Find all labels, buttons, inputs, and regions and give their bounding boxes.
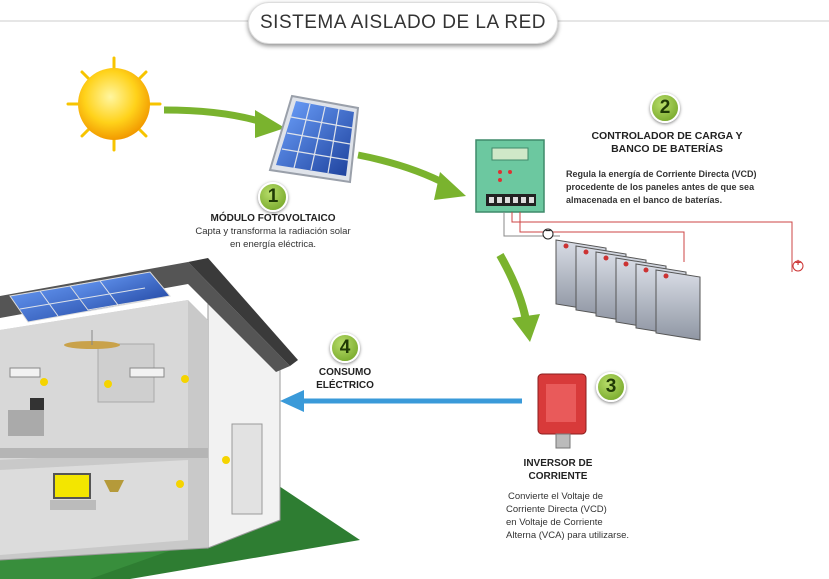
battery-bank-icon: [542, 228, 804, 341]
battery-negative-label: −: [545, 226, 551, 237]
sun-icon: [66, 56, 162, 152]
arrow-panel-to-controller: [357, 151, 450, 189]
step-4-title: CONSUMO ELÉCTRICO: [300, 366, 390, 392]
step-3-desc-line: Convierte el Voltaje de: [508, 491, 604, 502]
step-2-number: 2: [659, 97, 671, 118]
inverter-icon: [537, 373, 587, 449]
step-1-title: MÓDULO FOTOVOLTAICO: [210, 213, 336, 224]
title-banner: SISTEMA AISLADO DE LA RED: [248, 2, 558, 44]
solar-panel-icon: [268, 94, 360, 184]
house-illustration: [0, 258, 298, 561]
step-3-badge: 3: [596, 372, 626, 402]
step-2-title-line: CONTROLADOR DE CARGA Y: [591, 130, 743, 142]
step-3-desc-line: Corriente Directa (VCD): [506, 504, 607, 515]
step-1-desc-line: en energía eléctrica.: [229, 239, 317, 250]
step-3-title-line: CORRIENTE: [528, 471, 588, 482]
step-3-title: INVERSOR DE CORRIENTE: [508, 457, 608, 483]
step-3-desc-line: Alterna (VCA) para utilizarse.: [506, 530, 630, 541]
arrow-sun-to-panel: [163, 106, 267, 127]
battery-positive-label: +: [795, 258, 801, 269]
step-2-badge: 2: [650, 93, 680, 123]
step-3-number: 3: [605, 376, 617, 397]
step-2-desc-line: procedente de los paneles antes de que s…: [566, 182, 755, 192]
step-4-number: 4: [339, 337, 351, 358]
step-1-badge: 1: [258, 182, 288, 212]
arrow-controller-to-inverter: [496, 253, 530, 321]
step-4-title-line: ELÉCTRICO: [316, 380, 374, 391]
step-3-desc-line: en Voltaje de Corriente: [506, 517, 603, 528]
step-2-desc-line: almacenada en el banco de baterías.: [566, 195, 723, 205]
step-4-badge: 4: [330, 333, 360, 363]
step-3-title-line: INVERSOR DE: [523, 458, 593, 469]
step-2-description: Regula la energía de Corriente Directa (…: [566, 168, 796, 207]
step-2-title: CONTROLADOR DE CARGA Y BANCO DE BATERÍAS: [572, 130, 762, 156]
step-1-number: 1: [267, 186, 279, 207]
step-3-description: Convierte el Voltaje de Corriente Direct…: [500, 490, 670, 542]
step-4-title-line: CONSUMO: [318, 367, 372, 378]
step-2-desc-line: Regula la energía de Corriente Directa (…: [566, 169, 757, 179]
step-1-description: Capta y transforma la radiación solar en…: [178, 225, 368, 251]
step-1-desc-line: Capta y transforma la radiación solar: [195, 226, 351, 237]
page-title: SISTEMA AISLADO DE LA RED: [260, 12, 546, 33]
step-2-title-line: BANCO DE BATERÍAS: [611, 143, 723, 155]
charge-controller-icon: [475, 139, 793, 272]
